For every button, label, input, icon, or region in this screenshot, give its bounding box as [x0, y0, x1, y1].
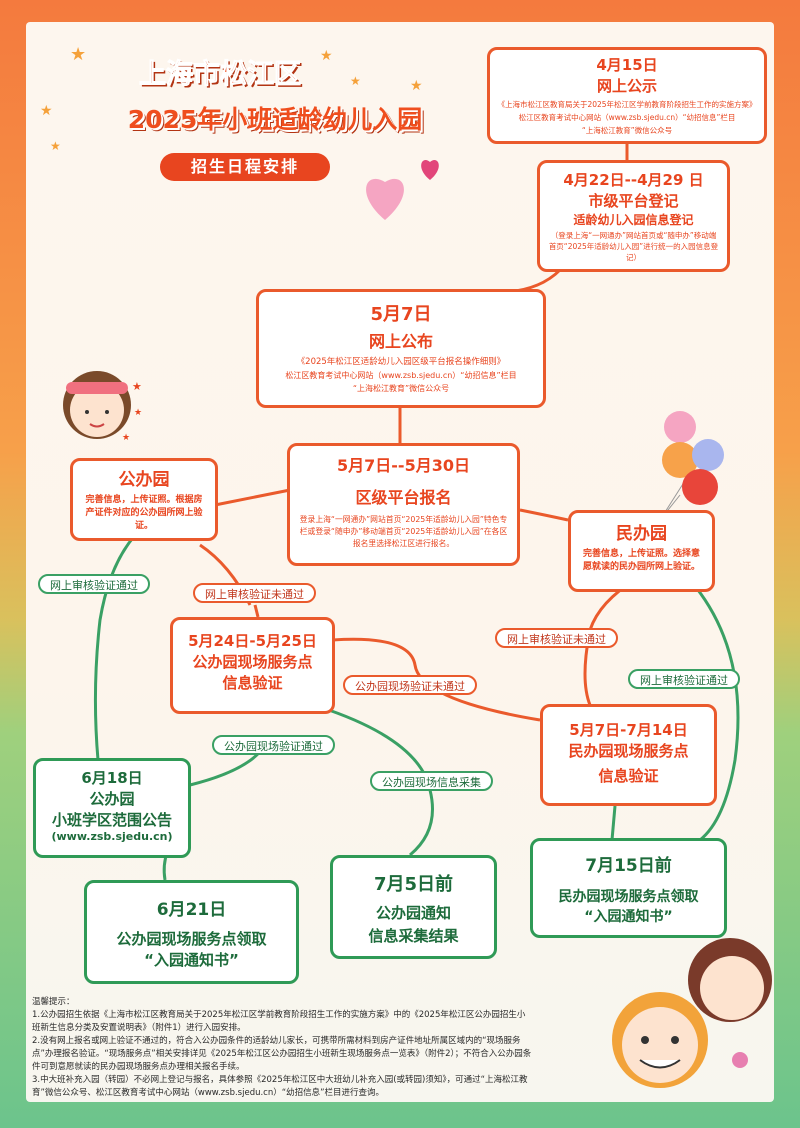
children-illustration: [612, 938, 772, 1088]
step-date: 4月22日--4月29 日: [563, 171, 704, 189]
tip-item: 2.没有网上报名或网上验证不通过的，符合入公办园条件的适龄幼儿家长，可携带所需材…: [32, 1036, 532, 1072]
heart-icon: [421, 160, 439, 180]
step-may7-district-registration: 5月7日--5月30日 区级平台报名 登录上海“一网通办”网站首页“2025年适…: [287, 443, 520, 566]
step-source: 松江区教育考试中心网站（www.zsb.sjedu.cn）“幼招信息”栏目: [518, 113, 736, 122]
heart-decoration: [366, 160, 439, 220]
girl-illustration: ★ ★ ★: [63, 371, 142, 443]
public-onsite-failed-pill: 公办园现场验证未通过: [343, 675, 477, 695]
step-may7-private-verification: 5月7日-7月14日 民办园现场服务点 信息验证: [540, 704, 717, 806]
header-subtitle-banner: 招生日程安排: [160, 153, 330, 181]
step-source: “上海松江教育”微信公众号: [581, 126, 673, 135]
tip-item: 3.中大班补充入园（转园）不必网上登记与报名，具体参照《2025年松江区中大班幼…: [32, 1075, 528, 1098]
public-onsite-collection-pill: 公办园现场信息采集: [370, 771, 493, 791]
header-title-line1: 上海市松江区: [139, 59, 302, 91]
step-date: 5月24日-5月25日: [188, 632, 317, 650]
private-title: 民办园: [616, 524, 667, 544]
star-icon: ★: [132, 380, 142, 393]
star-icon: ★: [50, 139, 61, 153]
step-date: 5月7日-7月14日: [569, 721, 688, 739]
step-date: 7月5日前: [373, 874, 454, 895]
online-review-failed-private-pill: 网上审核验证未通过: [495, 628, 618, 648]
star-icon: ★: [40, 103, 53, 119]
step-title: 公办园现场服务点领取: [116, 930, 267, 948]
step-subtitle: “入园通知书”: [144, 951, 239, 969]
tip-item: 1.公办园招生依据《上海市松江区教育局关于2025年松江区学前教育阶段招生工作的…: [32, 1010, 526, 1033]
step-subtitle: 信息采集结果: [368, 927, 459, 945]
online-review-failed-public-pill: 网上审核验证未通过: [193, 583, 316, 603]
step-title: 民办园现场服务点: [568, 742, 689, 760]
step-detail: 《上海市松江区教育局关于2025年松江区学前教育阶段招生工作的实施方案》: [497, 100, 757, 109]
step-subtitle: 小班学区范围公告: [51, 811, 172, 829]
star-icon: ★: [350, 74, 361, 88]
step-date: 5月7日--5月30日: [337, 456, 470, 475]
tips-title: 温馨提示：: [32, 997, 75, 1007]
public-detail: 完善信息，上传证照。根据房产证件对应的公办园所网上验证。: [85, 495, 203, 531]
step-title: 市级平台登记: [588, 192, 679, 210]
star-icon: ★: [122, 433, 130, 443]
step-title: 公办园通知: [375, 904, 451, 922]
step-subtitle: “入园通知书”: [584, 909, 673, 925]
step-subtitle: 信息验证: [598, 767, 659, 785]
step-title: 民办园现场服务点领取: [558, 889, 699, 905]
step-source: 松江区教育考试中心网站（www.zsb.sjedu.cn）“幼招信息”栏目: [285, 371, 517, 380]
star-icon: ★: [410, 78, 423, 94]
step-subtitle: 适龄幼儿入园信息登记: [573, 213, 694, 227]
star-icon: ★: [320, 48, 333, 64]
step-apr15-publicity: 4月15日 网上公示 《上海市松江区教育局关于2025年松江区学前教育阶段招生工…: [487, 47, 767, 144]
step-detail: （登录上海“一网通办”网站首页或“随申办”移动端首页“2025年适龄幼儿入园”进…: [548, 231, 719, 262]
star-decorations: ★ ★ ★ ★ ★ ★: [40, 44, 423, 153]
step-title: 网上公示: [596, 77, 657, 95]
online-review-passed-public-pill: 网上审核验证通过: [38, 574, 150, 594]
star-icon: ★: [70, 44, 86, 65]
step-detail: 登录上海“一网通办”网站首页“2025年适龄幼儿入园”特色专栏或登录“随申办”移…: [299, 515, 508, 548]
step-url: (www.zsb.sjedu.cn): [51, 830, 173, 843]
step-may7-publication: 5月7日 网上公布 《2025年松江区适龄幼儿入园区级平台报名操作细则》 松江区…: [256, 289, 546, 408]
step-jun21-public-admission-notice: 6月21日 公办园现场服务点领取 “入园通知书”: [84, 880, 299, 984]
step-date: 6月21日: [156, 900, 227, 920]
step-date: 7月15日前: [585, 856, 672, 876]
step-jun18-district-announcement: 6月18日 公办园 小班学区范围公告 (www.zsb.sjedu.cn): [33, 758, 191, 858]
heart-icon: [366, 178, 404, 220]
step-date: 6月18日: [81, 769, 143, 787]
step-date: 5月7日: [370, 304, 432, 325]
step-source: “上海松江教育”微信公众号: [352, 384, 450, 393]
private-detail: 完善信息，上传证照。选择意愿就读的民办园所网上验证。: [583, 549, 701, 572]
balloons-illustration: [659, 411, 724, 521]
step-title: 网上公布: [368, 332, 433, 351]
step-detail: 《2025年松江区适龄幼儿入园区级平台报名操作细则》: [296, 357, 506, 367]
tips-section: 温馨提示： 1.公办园招生依据《上海市松江区教育局关于2025年松江区学前教育阶…: [32, 996, 532, 1100]
public-title: 公办园: [118, 470, 170, 490]
step-jul5-public-collection-result: 7月5日前 公办园通知 信息采集结果: [330, 855, 497, 959]
public-onsite-passed-pill: 公办园现场验证通过: [212, 735, 335, 755]
step-date: 4月15日: [596, 56, 658, 74]
public-kindergarten-box: 公办园 完善信息，上传证照。根据房产证件对应的公办园所网上验证。: [70, 458, 218, 541]
step-title: 公办园: [89, 790, 135, 808]
online-review-passed-private-pill: 网上审核验证通过: [628, 669, 740, 689]
star-icon: ★: [134, 408, 142, 418]
flower-icon: [732, 1052, 748, 1068]
step-apr22-city-registration: 4月22日--4月29 日 市级平台登记 适龄幼儿入园信息登记 （登录上海“一网…: [537, 160, 730, 272]
step-may24-public-verification: 5月24日-5月25日 公办园现场服务点 信息验证: [170, 617, 335, 714]
header-title-line2: 2025年小班适龄幼儿入园: [127, 105, 423, 134]
step-subtitle: 信息验证: [222, 674, 283, 692]
private-kindergarten-box: 民办园 完善信息，上传证照。选择意愿就读的民办园所网上验证。: [568, 510, 715, 592]
step-title: 公办园现场服务点: [192, 653, 313, 671]
step-jul15-private-admission-notice: 7月15日前 民办园现场服务点领取 “入园通知书”: [530, 838, 727, 938]
step-title: 区级平台报名: [355, 488, 452, 507]
